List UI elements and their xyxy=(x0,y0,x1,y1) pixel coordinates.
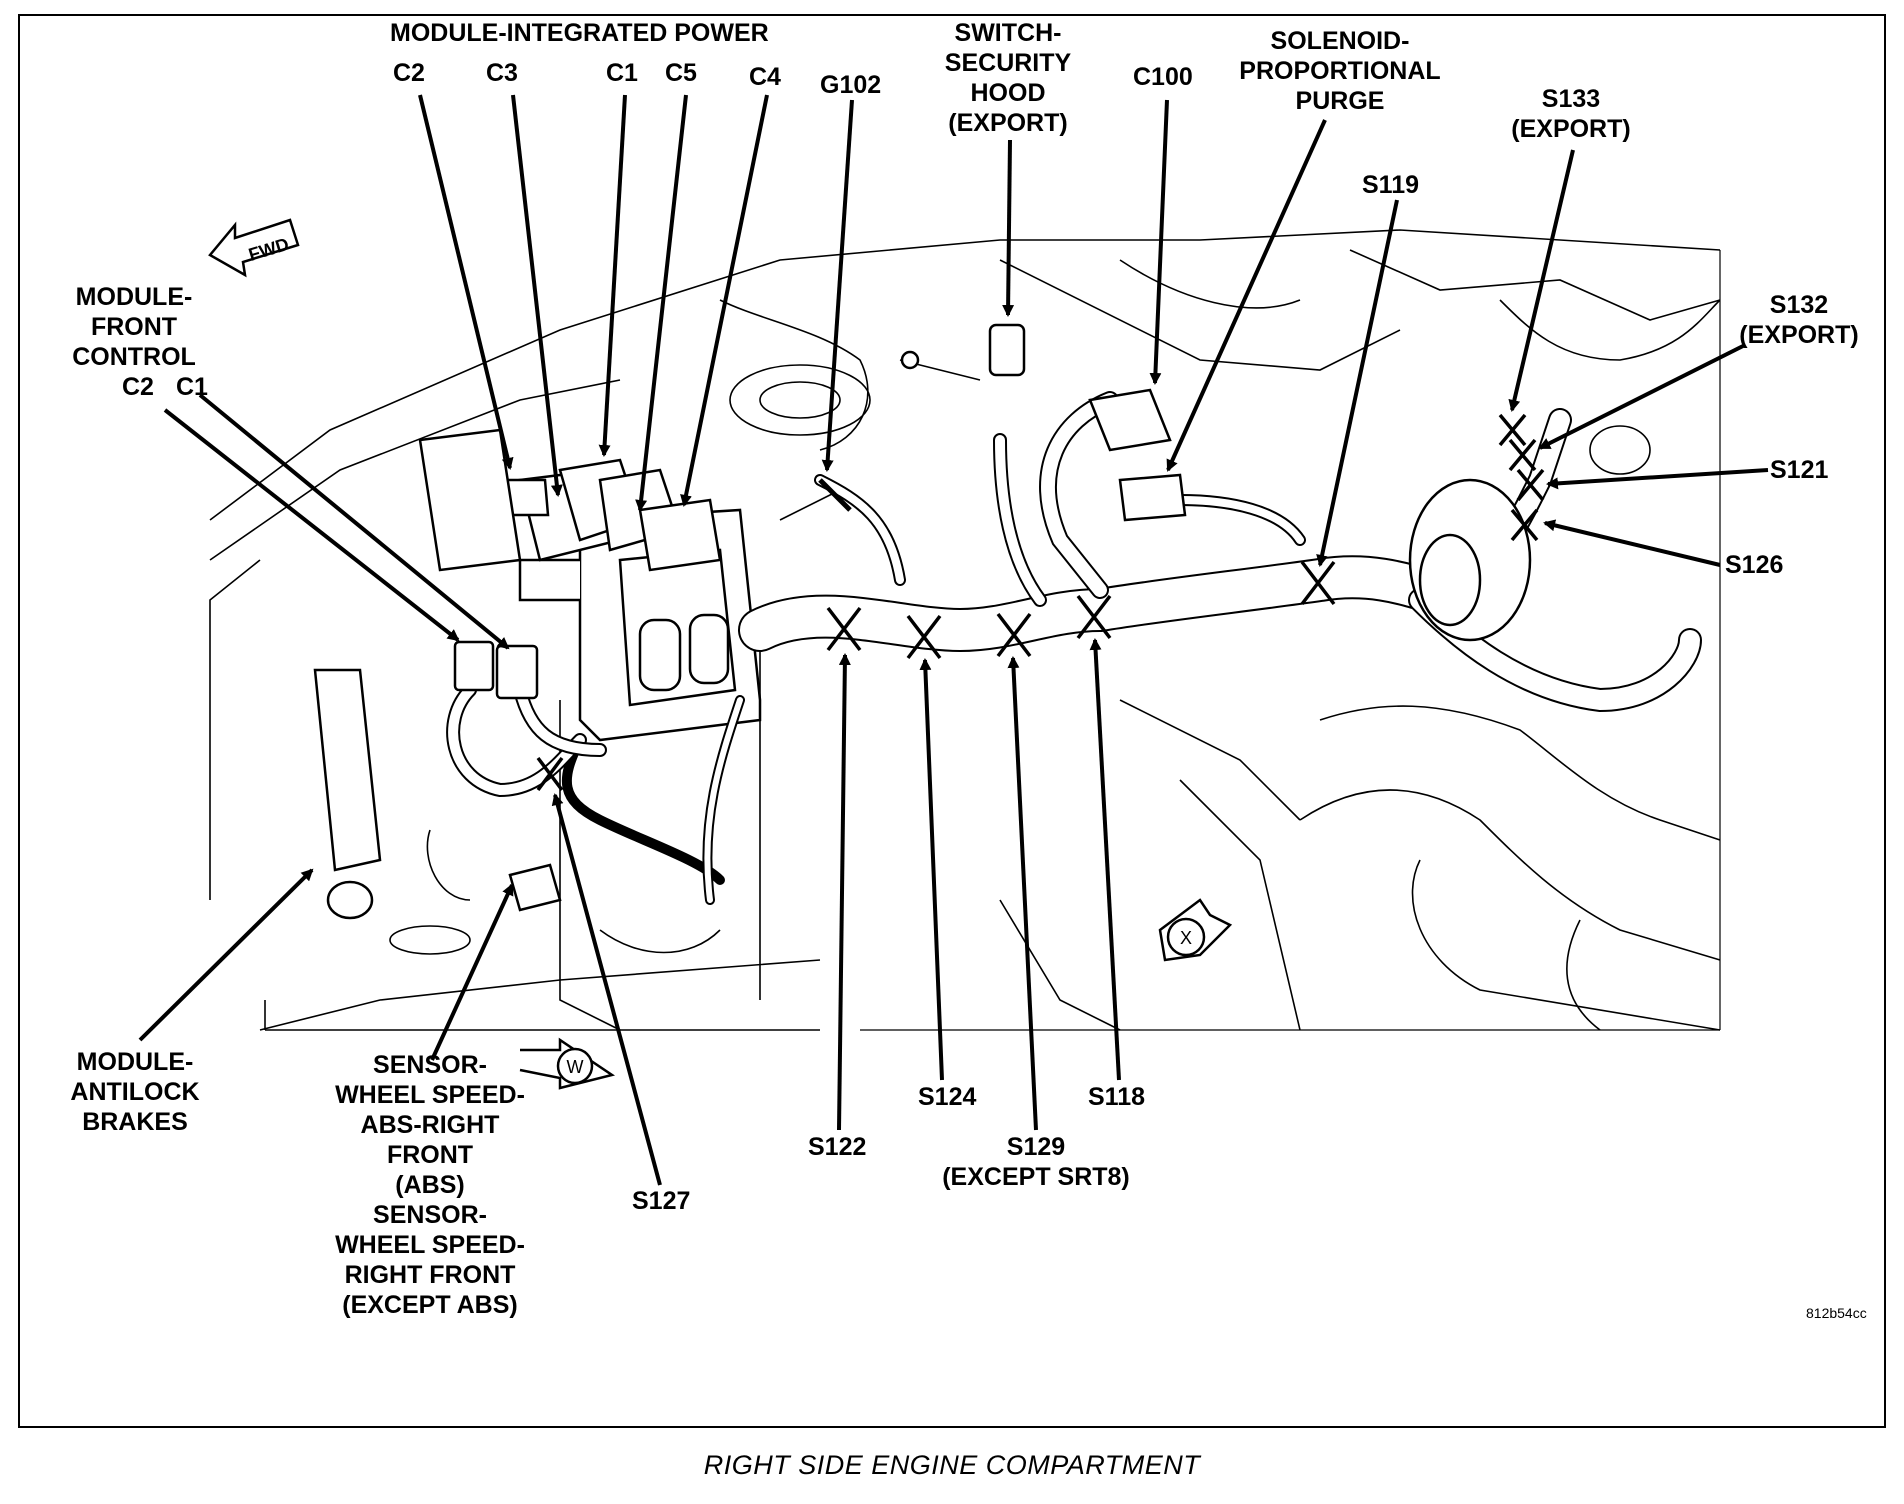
label-s118: S118 xyxy=(1088,1083,1146,1111)
leader-s126 xyxy=(1543,519,1721,567)
purge-solenoid-connector xyxy=(1118,473,1187,522)
leader-s127 xyxy=(551,793,662,1186)
label-module-front-control: MODULE- FRONT CONTROL xyxy=(72,283,196,371)
leader-s132 xyxy=(1538,343,1746,450)
label-mfc-c2: C2 xyxy=(122,373,154,401)
abs-module-mount xyxy=(326,880,374,920)
forward-direction-arrow: FWD xyxy=(208,218,300,278)
leader-mip-c4 xyxy=(680,94,769,507)
splice-s126-mark xyxy=(1510,508,1539,542)
splice-s118-mark xyxy=(1076,594,1112,640)
label-s124: S124 xyxy=(918,1083,977,1111)
label-s119: S119 xyxy=(1362,171,1420,199)
leader-s122 xyxy=(837,653,851,1131)
label-s127: S127 xyxy=(632,1187,691,1215)
leader-hood-switch xyxy=(1002,139,1015,317)
wheel-speed-sensor-connector xyxy=(508,863,562,912)
power-distribution-module xyxy=(418,428,762,742)
splice-s119-mark xyxy=(1300,560,1336,606)
label-g102: G102 xyxy=(820,71,882,99)
leader-mip-c3 xyxy=(511,94,563,497)
splice-s121-mark xyxy=(1516,468,1545,502)
view-marker-w: W xyxy=(519,1037,616,1090)
splice-s127-mark xyxy=(536,756,564,792)
label-s121: S121 xyxy=(1770,456,1829,484)
leader-s118 xyxy=(1089,638,1121,1081)
label-s129: S129 (EXCEPT SRT8) xyxy=(942,1133,1130,1191)
leader-mfc-c1 xyxy=(198,393,510,650)
label-c100: C100 xyxy=(1133,63,1193,91)
splice-s122-mark xyxy=(826,606,862,652)
label-s132: S132 (EXPORT) xyxy=(1739,291,1859,349)
leader-lines xyxy=(138,94,1769,1186)
label-s122: S122 xyxy=(808,1133,867,1161)
leader-c100 xyxy=(1149,99,1169,385)
leader-mip-c2 xyxy=(418,94,514,470)
figure-code: 812b54cc xyxy=(1806,1305,1867,1321)
label-mip-c5: C5 xyxy=(665,59,697,87)
leader-mip-c5 xyxy=(635,94,688,512)
label-mfc-c1: C1 xyxy=(176,373,208,401)
label-module-antilock-brakes: MODULE- ANTILOCK BRAKES xyxy=(70,1048,200,1136)
leader-s121 xyxy=(1546,468,1769,490)
leader-s124 xyxy=(919,658,944,1081)
leader-wheel-speed-sensor xyxy=(430,883,514,1061)
label-module-integrated-power: MODULE-INTEGRATED POWER xyxy=(390,19,769,47)
splice-s133-mark xyxy=(1498,413,1527,447)
leader-s133 xyxy=(1508,149,1575,412)
label-solenoid-proportional-purge: SOLENOID- PROPORTIONAL PURGE xyxy=(1239,27,1441,115)
hood-switch-connector xyxy=(988,323,1026,377)
label-s126: S126 xyxy=(1725,551,1784,579)
leader-s129 xyxy=(1007,656,1038,1131)
leader-abs-module xyxy=(138,868,314,1042)
leader-g102 xyxy=(821,99,854,472)
view-marker-w-letter: W xyxy=(567,1057,584,1077)
splice-s129-mark xyxy=(996,612,1032,658)
mfc-c1-connector xyxy=(495,644,539,700)
figure-caption: RIGHT SIDE ENGINE COMPARTMENT xyxy=(703,1450,1201,1480)
firewall-grommet xyxy=(1408,478,1532,642)
label-mip-c4: C4 xyxy=(749,63,781,91)
splice-marks xyxy=(536,413,1545,792)
diagram-frame xyxy=(18,14,1886,1428)
splice-s132-mark xyxy=(1508,438,1537,472)
leader-mip-c1 xyxy=(598,94,627,457)
label-mip-c1: C1 xyxy=(606,59,638,87)
mfc-c2-connector xyxy=(453,640,495,692)
vehicle-structure-lineart xyxy=(209,229,1721,1031)
view-marker-x-letter: X xyxy=(1180,928,1192,948)
label-mip-c2: C2 xyxy=(393,59,425,87)
splice-s124-mark xyxy=(906,614,942,660)
label-s133: S133 (EXPORT) xyxy=(1511,85,1631,143)
leader-s119 xyxy=(1316,199,1399,567)
leader-purge-solenoid xyxy=(1166,119,1327,472)
label-sensor-wheel-speed: SENSOR- WHEEL SPEED- ABS-RIGHT FRONT (AB… xyxy=(335,1051,525,1319)
label-switch-security-hood: SWITCH- SECURITY HOOD (EXPORT) xyxy=(944,19,1072,137)
abs-module xyxy=(313,668,382,872)
leader-mfc-c2 xyxy=(163,408,460,642)
g102-ground-stud xyxy=(900,350,920,370)
c100-connector xyxy=(1088,388,1172,452)
connectors xyxy=(313,323,1187,920)
view-marker-x: X xyxy=(1158,898,1233,962)
label-mip-c3: C3 xyxy=(486,59,518,87)
